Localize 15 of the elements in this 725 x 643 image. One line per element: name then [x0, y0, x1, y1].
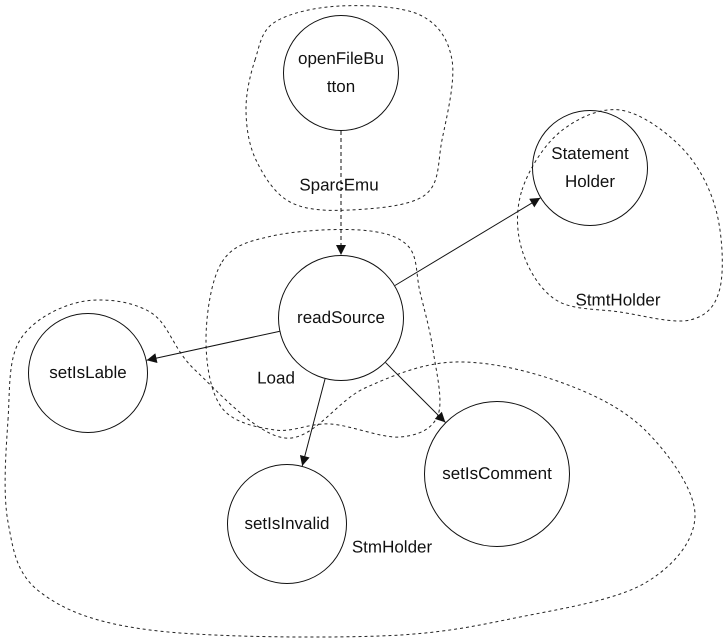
node-label: setIsComment	[442, 463, 552, 485]
arrow	[336, 130, 346, 256]
node-label: openFileButton	[296, 48, 385, 98]
group-label: StmHolder	[352, 538, 432, 556]
arrow	[300, 378, 326, 466]
group-label: SparcEmu	[299, 176, 379, 194]
node-label: readSource	[297, 307, 385, 329]
arrow	[385, 362, 446, 423]
group-label: StmtHolder	[575, 292, 661, 308]
arrow	[146, 330, 280, 364]
node-label: setIsInvalid	[244, 513, 330, 535]
node-label: setIsLable	[49, 362, 127, 384]
arrow	[394, 197, 541, 286]
node-label: Statement Holder	[550, 143, 630, 193]
group-label: Load	[257, 370, 295, 386]
